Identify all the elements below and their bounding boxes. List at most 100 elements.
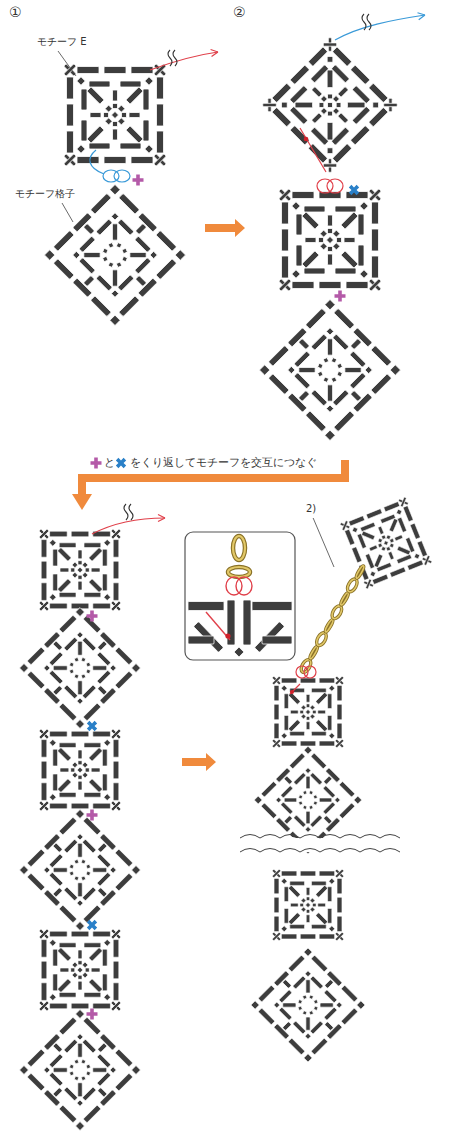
- bugle-bead: [156, 259, 177, 280]
- bugle-bead: [84, 743, 101, 748]
- leader-line: [62, 203, 73, 222]
- cube-bead: [326, 328, 333, 335]
- bugle-bead: [403, 506, 413, 522]
- bugle-bead: [281, 678, 296, 683]
- cube-bead: [78, 575, 82, 579]
- leader-line: [58, 51, 76, 76]
- cube-bead: [328, 103, 333, 108]
- cube-bead: [76, 922, 85, 931]
- bugle-bead: [272, 107, 291, 126]
- cube-bead: [319, 238, 324, 243]
- bugle-bead: [328, 215, 333, 226]
- cube-bead: [301, 907, 306, 912]
- bugle-bead: [319, 741, 334, 746]
- bugle-bead: [143, 120, 149, 141]
- cube-bead: [103, 256, 109, 262]
- bugle-bead: [397, 546, 410, 555]
- bugle-bead: [97, 1072, 111, 1086]
- cube-bead: [357, 1001, 365, 1009]
- chain-link: [340, 592, 350, 606]
- cube-bead: [292, 270, 300, 278]
- bugle-bead: [59, 592, 76, 597]
- bugle-bead: [113, 961, 119, 979]
- bugle-bead: [83, 905, 101, 923]
- bugle-bead: [281, 802, 293, 814]
- bugle-bead: [102, 549, 107, 566]
- cube-bead: [74, 1076, 79, 1081]
- cube-bead: [104, 539, 111, 546]
- cube-bead: [49, 994, 56, 1001]
- bugle-bead: [27, 671, 45, 689]
- bugle-bead: [369, 279, 381, 291]
- bugle-bead: [358, 245, 364, 266]
- bugle-bead: [324, 1007, 337, 1020]
- cube-bead: [378, 543, 383, 548]
- bugle-bead: [89, 143, 110, 149]
- bugle-bead: [335, 932, 344, 941]
- cube-bead: [331, 358, 336, 363]
- cube-bead: [303, 805, 307, 809]
- bugle-bead: [59, 792, 76, 797]
- motif-lattice: [20, 810, 141, 931]
- bugle-bead: [272, 932, 281, 941]
- bugle-bead: [310, 976, 323, 989]
- bugle-bead: [319, 678, 334, 683]
- bugle-bead: [58, 579, 72, 593]
- bugle-bead: [252, 602, 292, 611]
- bugle-bead: [112, 224, 117, 240]
- arrow-head: [158, 515, 165, 522]
- step-number: ①: [8, 4, 23, 21]
- bugle-bead: [67, 77, 74, 99]
- bugle-bead: [338, 87, 349, 98]
- bugle-bead: [274, 916, 279, 931]
- cube-bead: [314, 1006, 318, 1010]
- bugle-bead: [306, 811, 310, 823]
- bugle-bead: [50, 603, 68, 609]
- bugle-bead: [310, 773, 322, 785]
- bugle-bead: [120, 81, 141, 87]
- cube-bead: [276, 797, 282, 803]
- bugle-bead: [50, 1003, 68, 1009]
- bugle-bead: [113, 761, 119, 779]
- bugle-bead: [272, 739, 281, 748]
- bugle-bead: [288, 1038, 305, 1055]
- bugle-bead: [157, 77, 164, 99]
- bugle-bead: [350, 390, 361, 401]
- bugle-bead: [53, 749, 58, 766]
- cube-bead: [306, 897, 310, 901]
- bugle-bead: [338, 113, 349, 124]
- bugle-bead: [291, 710, 299, 714]
- bugle-bead: [93, 731, 111, 737]
- bugle-bead: [261, 781, 277, 797]
- cube-bead: [82, 762, 88, 768]
- bugle-bead: [284, 798, 296, 802]
- bugle-bead: [112, 270, 117, 286]
- blue-thread: [90, 150, 104, 174]
- bugle-bead: [331, 65, 349, 83]
- cube-bead: [325, 299, 335, 309]
- cube-bead: [132, 1066, 141, 1075]
- chain-link: [346, 577, 360, 593]
- bugle-bead: [284, 716, 288, 731]
- bugle-bead: [324, 776, 332, 784]
- bugle-bead: [284, 816, 292, 824]
- arrow-head: [417, 12, 425, 20]
- bugle-bead: [67, 131, 74, 153]
- bugle-bead: [388, 551, 394, 559]
- bugle-bead: [93, 1068, 107, 1073]
- cube-bead: [337, 363, 343, 369]
- bugle-bead: [49, 872, 63, 886]
- bugle-bead: [89, 548, 103, 562]
- bugle-bead: [282, 229, 289, 251]
- cube-bead: [306, 710, 311, 715]
- cube-bead: [299, 795, 303, 799]
- bugle-bead: [318, 710, 326, 714]
- bugle-bead: [87, 87, 104, 104]
- bugle-bead: [90, 113, 101, 118]
- bugle-bead: [98, 888, 108, 898]
- bugle-bead: [41, 983, 47, 1001]
- bugle-bead: [337, 878, 342, 893]
- cube-bead: [122, 113, 127, 118]
- cube-bead: [105, 118, 112, 125]
- bugle-bead: [335, 869, 344, 878]
